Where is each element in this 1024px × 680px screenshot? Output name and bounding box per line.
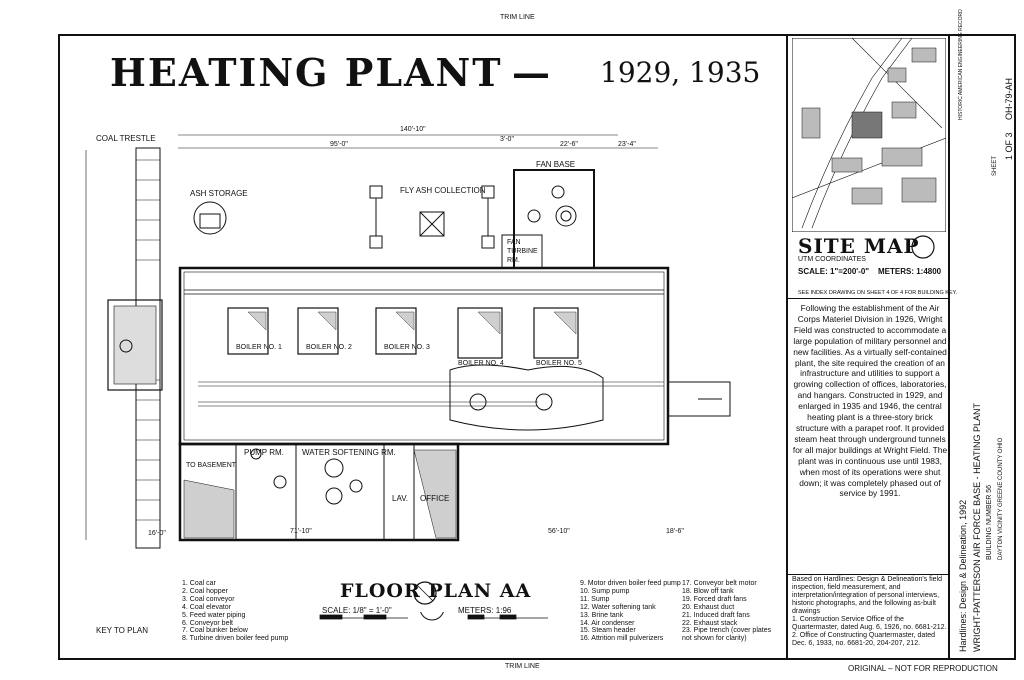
plan-meters: METERS: 1:96	[458, 606, 512, 615]
label-boiler-3: BOILER NO. 3	[384, 344, 430, 351]
sheet-border	[58, 34, 950, 660]
sources-item-2: 2. Office of Constructing Quartermaster,…	[792, 632, 936, 647]
strip-project: WRIGHT-PATTERSON AIR FORCE BASE - HEATIN…	[972, 402, 982, 652]
dim-d4: 23'-4"	[618, 141, 636, 148]
label-to-basement: TO BASEMENT	[186, 462, 237, 469]
legend-item: 23. Pipe trench (cover plates	[682, 627, 772, 635]
strip-haer-number: OH-79-AH	[1004, 77, 1014, 120]
title-strip	[950, 34, 1016, 660]
label-fan-base: FAN BASE	[536, 160, 576, 169]
label-water-softening: WATER SOFTENING RM.	[302, 448, 396, 457]
legend-item: 21. Induced draft fans	[682, 611, 750, 619]
legend-item: 4. Coal elevator	[182, 603, 232, 611]
legend-item: 19. Forced draft fans	[682, 595, 747, 603]
site-scale: SCALE: 1"=200'-0"	[798, 267, 870, 276]
label-lav: LAV.	[392, 494, 409, 503]
label-coal-trestle: COAL TRESTLE	[96, 134, 156, 143]
sources-intro: Based on Hardlines: Design & Delineation…	[792, 576, 942, 615]
legend-item: 6. Conveyor belt	[182, 619, 233, 627]
divider-line	[786, 34, 788, 660]
title-dash: —	[512, 50, 550, 95]
site-divider	[788, 298, 950, 299]
dim-d2: 3'-0"	[500, 136, 514, 143]
floor-plan-drawing	[85, 134, 731, 549]
label-fan-turbine: FAN TURBINE RM.	[507, 239, 538, 264]
legend-col-1: 1. Coal car 2. Coal hopper 3. Coal conve…	[182, 580, 288, 643]
dim-b2: 56'-10"	[548, 528, 570, 535]
label-fly-ash: FLY ASH COLLECTION	[400, 186, 486, 195]
label-ash-storage: ASH STORAGE	[190, 189, 248, 198]
legend-item: 2. Coal hopper	[182, 587, 228, 595]
legend-item: 10. Sump pump	[580, 587, 630, 595]
footer-note: ORIGINAL – NOT FOR REPRODUCTION	[848, 664, 998, 673]
site-note: SEE INDEX DRAWING ON SHEET 4 OF 4 FOR BU…	[798, 290, 958, 296]
legend-item: 16. Attrition mill pulverizers	[580, 635, 664, 643]
legend-col-3: 17. Conveyor belt motor 18. Blow off tan…	[682, 580, 771, 643]
sources-item-1: 1. Construction Service Office of the Qu…	[792, 616, 947, 631]
label-pump-room: PUMP RM.	[244, 448, 284, 457]
legend-item: 20. Exhaust duct	[682, 603, 735, 611]
sources-block: Based on Hardlines: Design & Delineation…	[792, 576, 950, 648]
dim-d3: 22'-6"	[560, 141, 578, 148]
legend-item: 12. Water softening tank	[580, 603, 656, 611]
sheet-title: HEATING PLANT	[110, 50, 503, 95]
legend-item: 18. Blow off tank	[682, 587, 734, 595]
title-years: 1929, 1935	[600, 56, 761, 89]
legend-item: 17. Conveyor belt motor	[682, 580, 757, 587]
legend-item: 5. Feed water piping	[182, 611, 246, 619]
north-arrow-icon	[413, 581, 437, 605]
strip-building: BUILDING NUMBER 56	[986, 484, 993, 560]
legend-item: not shown for clarity)	[682, 635, 747, 643]
legend-item: 11. Sump	[580, 595, 610, 603]
site-map-graphic	[792, 38, 946, 232]
scale-bars	[319, 612, 548, 621]
trim-line-bottom: TRIM LINE	[505, 663, 540, 670]
strip-delineator: Hardlines: Design & Delineation, 1992	[958, 499, 968, 652]
site-meters: METERS: 1:4800	[878, 267, 942, 276]
legend-col-2: 9. Motor driven boiler feed pump 10. Sum…	[580, 580, 681, 643]
label-boiler-5: BOILER NO. 5	[536, 360, 582, 367]
dim-b3: 18'-6"	[666, 528, 684, 535]
legend-item: 13. Brine tank	[580, 611, 624, 619]
site-map-title: SITE MAP	[798, 234, 920, 258]
dim-b1: 71'-10"	[290, 528, 312, 535]
label-boiler-1: BOILER NO. 1	[236, 344, 282, 351]
dim-b4: 16'-0"	[148, 530, 166, 537]
strip-haer-label: HISTORIC AMERICAN ENGINEERING RECORD	[958, 9, 964, 120]
label-boiler-2: BOILER NO. 2	[306, 344, 352, 351]
legend-item: 3. Coal conveyor	[182, 595, 235, 603]
legend-item: 14. Air condenser	[580, 619, 635, 627]
legend-item: 22. Exhaust stack	[682, 619, 738, 627]
floor-plan-title: FLOOR PLAN AA	[340, 580, 532, 602]
dim-overall: 140'-10"	[400, 126, 426, 133]
legend-item: 9. Motor driven boiler feed pump	[580, 580, 681, 587]
label-boiler-4: BOILER NO. 4	[458, 360, 504, 367]
strip-sheet-label: SHEET	[992, 155, 998, 176]
label-office: OFFICE	[420, 494, 450, 503]
legend-item: 8. Turbine driven boiler feed pump	[182, 635, 289, 643]
trim-line-top: TRIM LINE	[500, 14, 535, 21]
dim-d1: 95'-0"	[330, 141, 348, 148]
plan-scale: SCALE: 1/8" = 1'-0"	[322, 606, 392, 615]
sources-divider	[788, 574, 950, 575]
legend-item: 7. Coal bunker below	[182, 627, 248, 635]
strip-location: DAYTON VICINITY GREENE COUNTY OHIO	[998, 437, 1004, 560]
key-to-plan: KEY TO PLAN	[96, 626, 149, 635]
site-north-arrow-icon	[911, 235, 935, 259]
legend-item: 1. Coal car	[182, 580, 216, 587]
site-utm: UTM COORDINATES	[798, 256, 866, 263]
strip-sheet-number: 1 OF 3	[1004, 132, 1014, 160]
legend-item: 15. Steam header	[580, 627, 636, 635]
narrative-text: Following the establishment of the Air C…	[792, 303, 948, 499]
